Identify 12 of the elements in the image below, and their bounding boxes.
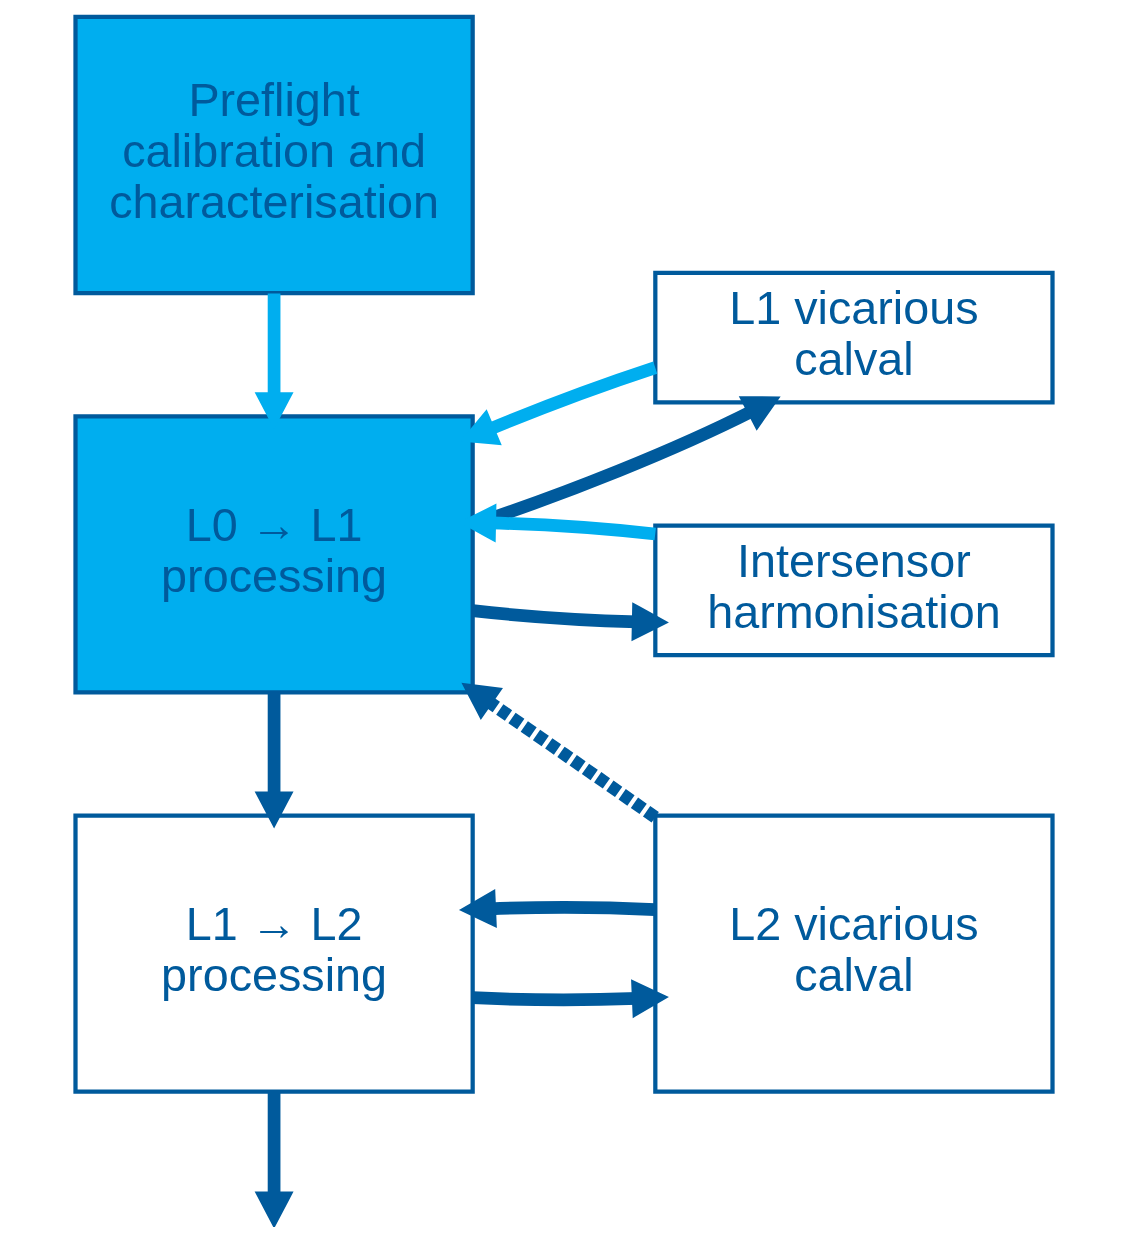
arrow — [458, 889, 655, 928]
node-box: L1 vicarious calval — [652, 270, 1055, 405]
node-box: L0 → L1 processing — [72, 414, 475, 695]
arrow — [471, 979, 669, 1019]
arrow — [460, 682, 659, 823]
arrow — [254, 1092, 294, 1227]
arrow — [471, 602, 669, 642]
node-box: Intersensor harmonisation — [652, 523, 1055, 658]
arrow — [254, 692, 294, 829]
node-box: Preflight calibration and characterisation — [72, 14, 475, 296]
node-box: L1 → L2 processing — [72, 813, 475, 1094]
node-box: L2 vicarious calval — [652, 813, 1055, 1094]
